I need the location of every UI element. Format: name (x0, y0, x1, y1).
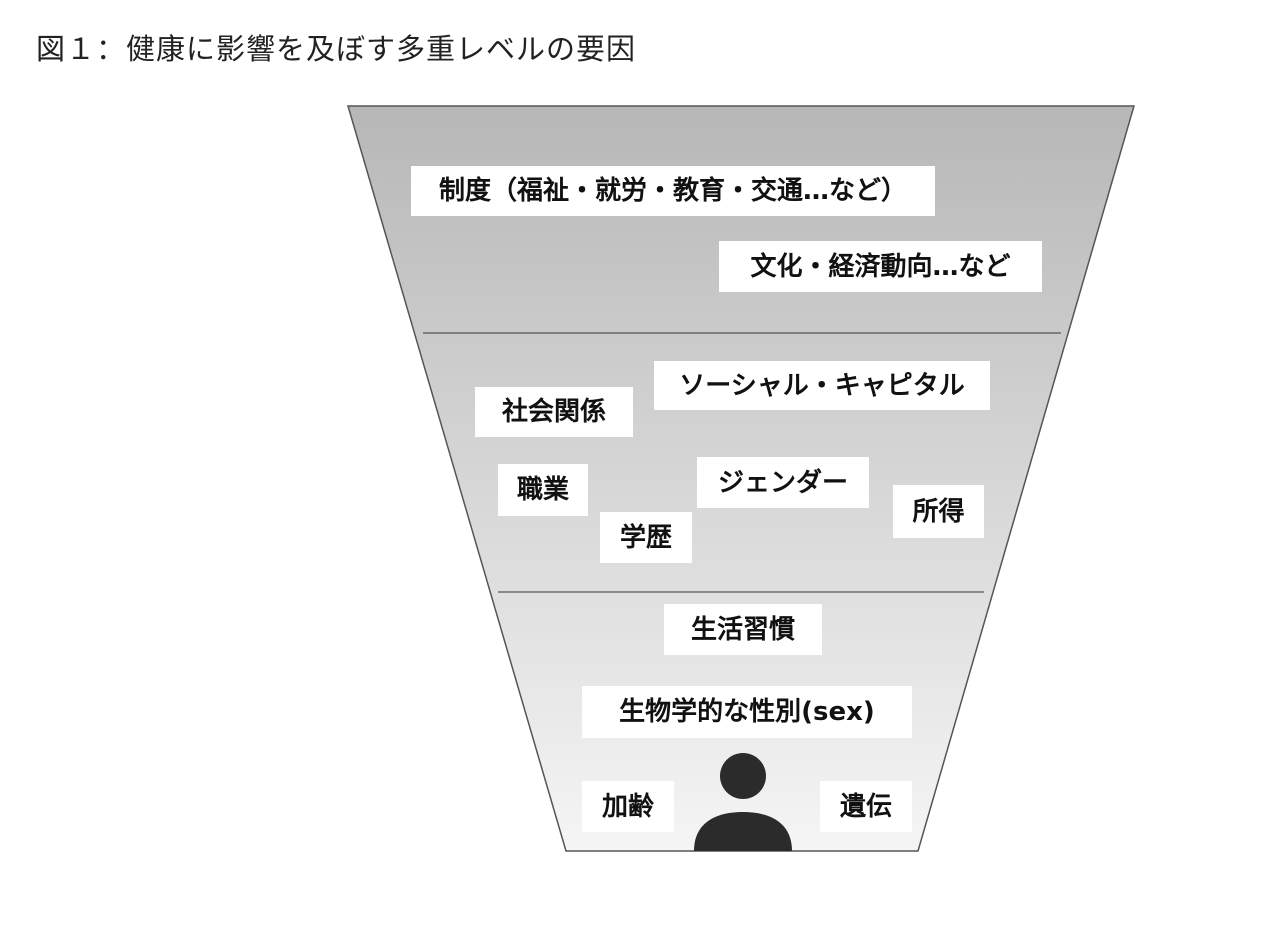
label-lifestyle: 生活習慣 (664, 604, 822, 655)
label-income: 所得 (893, 485, 984, 538)
label-social-relations: 社会関係 (475, 387, 633, 437)
figure-title: 図１：健康に影響を及ぼす多重レベルの要因 (36, 32, 637, 66)
person-icon (694, 753, 792, 851)
label-genetics: 遺伝 (820, 781, 912, 832)
label-institutions: 制度（福祉・就労・教育・交通…など） (411, 166, 935, 216)
label-biological-sex: 生物学的な性別(sex) (582, 686, 912, 738)
label-education: 学歴 (600, 512, 692, 563)
label-culture-economy: 文化・経済動向…など (719, 241, 1042, 292)
label-aging: 加齢 (582, 781, 674, 832)
label-occupation: 職業 (498, 464, 588, 516)
label-social-capital: ソーシャル・キャピタル (654, 361, 990, 410)
label-gender: ジェンダー (697, 457, 869, 508)
